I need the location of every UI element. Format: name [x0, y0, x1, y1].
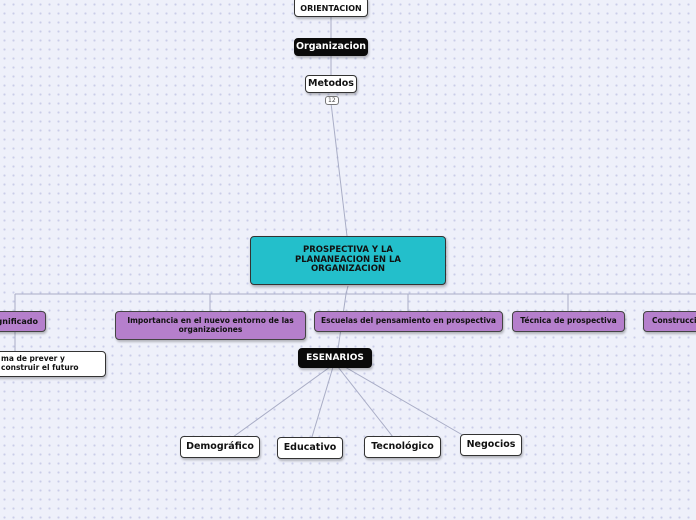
collapsed-children-count-badge[interactable]: 12: [325, 96, 339, 105]
node-central-topic[interactable]: PROSPECTIVA Y LA PLANANEACION EN LA ORGA…: [250, 236, 446, 285]
link-esenarios-negocios: [344, 366, 467, 438]
node-demografico[interactable]: Demográfico: [180, 436, 260, 458]
link-esenarios-demografico: [232, 366, 331, 438]
node-escuelas[interactable]: Escuelas del pensamiento en prospectiva: [314, 311, 503, 332]
node-forma-prever[interactable]: ma de prever y construir el futuro: [0, 351, 106, 377]
node-construccion[interactable]: Construcci: [643, 311, 696, 332]
node-tecnica[interactable]: Técnica de prospectiva: [512, 311, 625, 332]
link-esenarios-educativo: [311, 366, 334, 438]
node-importancia[interactable]: Importancia en el nuevo entorno de las o…: [115, 311, 306, 340]
node-negocios[interactable]: Negocios: [460, 434, 522, 456]
link-central-branches: [15, 285, 696, 295]
node-orientacion[interactable]: ORIENTACION: [294, 0, 368, 17]
link-metodos-central: [330, 102, 348, 237]
node-educativo[interactable]: Educativo: [277, 437, 343, 459]
link-esenarios-tecnologico: [337, 366, 394, 438]
node-significado[interactable]: gnificado: [0, 311, 46, 332]
node-organizacion[interactable]: Organizacion: [294, 38, 368, 56]
node-tecnologico[interactable]: Tecnológico: [364, 436, 441, 458]
node-metodos[interactable]: Metodos: [305, 75, 357, 93]
node-esenarios[interactable]: ESENARIOS: [298, 348, 372, 368]
